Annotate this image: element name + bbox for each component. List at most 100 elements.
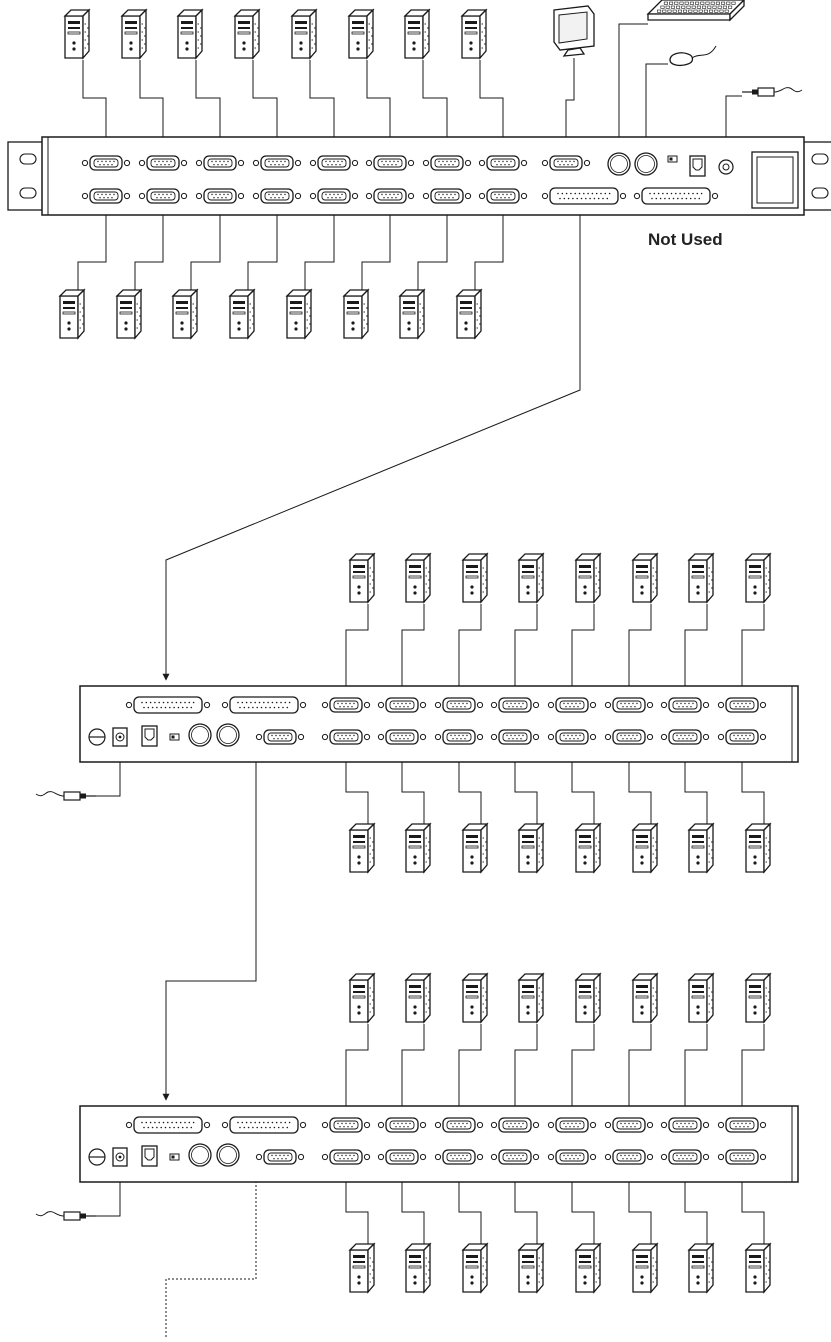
cpu-cable [309,60,335,155]
master-cpu-port [309,188,359,204]
cpu-port [547,729,597,745]
computer-tower-icon [403,8,431,60]
cpu-cable [628,1164,652,1246]
chain-cable [162,205,581,681]
firmware-port [141,1145,158,1167]
cable-layer [77,23,765,1337]
cpu-port [321,697,371,713]
cpu-cable [514,604,538,698]
computer-tower-icon [115,288,143,340]
firmware-port [689,155,706,177]
power-plug-icon [35,1211,96,1221]
cpu-port [490,697,540,713]
computer-tower-icon [58,288,86,340]
computer-tower-icon [404,1242,432,1294]
vga-port [255,1149,305,1165]
dip-switch [169,733,180,741]
computer-tower-icon [398,288,426,340]
cpu-cable [304,204,335,290]
cpu-port [321,1117,371,1133]
master-cpu-port [422,188,472,204]
cpu-cable [514,744,538,826]
cpu-cable [345,604,369,698]
master-cpu-port [365,188,415,204]
cpu-port [434,697,484,713]
master-cpu-port [252,188,302,204]
computer-tower-icon [744,1242,772,1294]
chain-out-port [221,1116,307,1134]
power-plug-icon [35,791,96,801]
computer-tower-icon [348,822,376,874]
computer-tower-icon [404,552,432,604]
cpu-cable [741,604,765,698]
cpu-cable [247,204,278,290]
master-cpu-port [309,155,359,171]
mouse-ps2-port [216,1143,240,1167]
chain-out-port [221,696,307,714]
cpu-port [717,729,767,745]
computer-tower-icon [517,1242,545,1294]
cpu-cable [741,1024,765,1118]
computer-tower-icon [574,1242,602,1294]
cpu-cable [401,1164,425,1246]
master-chain-in-port [541,187,627,205]
cpu-port [660,697,710,713]
cpu-cable [571,744,595,826]
computer-tower-icon [171,288,199,340]
computer-tower-icon [461,1242,489,1294]
monitor-cable [565,58,575,155]
computer-tower-icon [631,822,659,874]
cpu-port [490,1117,540,1133]
cpu-port [547,697,597,713]
cpu-port [547,1117,597,1133]
cpu-cable [417,204,448,290]
computer-tower-icon [285,288,313,340]
cpu-cable [628,744,652,826]
cpu-cable [139,60,164,155]
computer-tower-icon [631,972,659,1024]
device-layer [7,0,831,1294]
computer-tower-icon [744,552,772,604]
cpu-cable [571,1024,595,1118]
cpu-cable [571,604,595,698]
cpu-cable [458,1164,482,1246]
cpu-cable [190,204,221,290]
cpu-cable [458,1024,482,1118]
monitor-icon [553,5,595,57]
computer-tower-icon [120,8,148,60]
computer-tower-icon [348,552,376,604]
cpu-cable [401,744,425,826]
cpu-port [604,697,654,713]
computer-tower-icon [517,822,545,874]
cpu-cable [458,604,482,698]
master-cpu-port [195,155,245,171]
mouse-cable [645,63,668,153]
computer-tower-icon [348,972,376,1024]
master-cpu-port [195,188,245,204]
cpu-port [717,697,767,713]
cpu-cable [741,1164,765,1246]
computer-tower-icon [687,552,715,604]
cpu-cable [345,1164,369,1246]
cpu-cable [361,204,391,290]
computer-tower-icon [574,552,602,604]
cpu-cable [401,1024,425,1118]
master-cpu-port [478,188,528,204]
cpu-port [490,1149,540,1165]
master-cpu-port [81,155,131,171]
cpu-cable [134,204,164,290]
master-cpu-port [138,155,188,171]
computer-tower-icon [404,822,432,874]
cpu-cable [458,744,482,826]
computer-tower-icon [574,822,602,874]
cpu-port [434,729,484,745]
master-power-input [718,159,734,175]
cpu-cable [252,60,278,155]
computer-tower-icon [63,8,91,60]
computer-tower-icon [631,552,659,604]
power-jack [112,727,128,747]
master-cpu-port [422,155,472,171]
mouse-ps2-port [634,152,658,176]
computer-tower-icon [404,972,432,1024]
